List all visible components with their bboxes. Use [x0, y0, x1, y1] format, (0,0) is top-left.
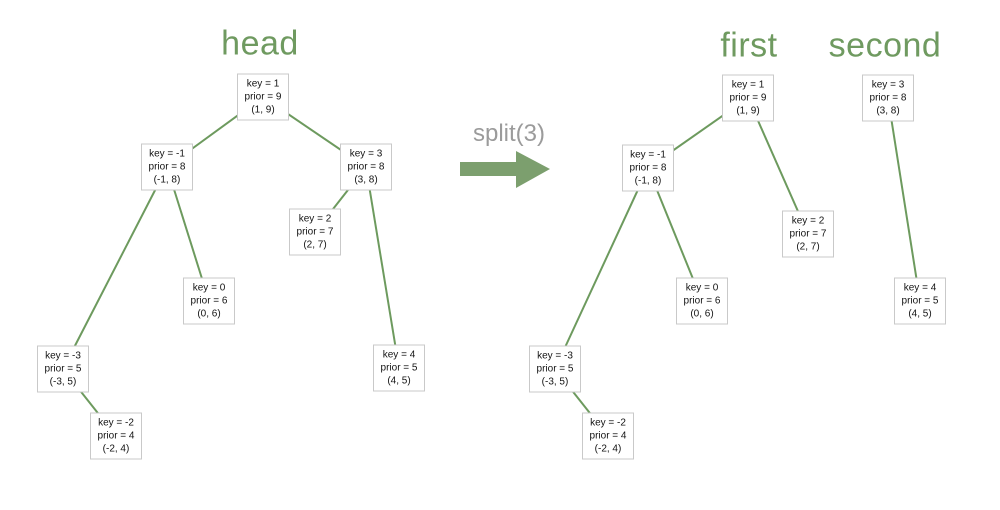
node-line: key = 2 [791, 215, 825, 227]
tree-title-second: second [828, 26, 942, 65]
split-operation-label: split(3) [472, 120, 546, 147]
node-line: (1, 9) [251, 104, 275, 116]
node-line: prior = 9 [729, 92, 767, 104]
node-line: prior = 8 [629, 162, 667, 174]
node-line: prior = 7 [789, 228, 827, 240]
node-line: prior = 4 [97, 430, 135, 442]
node-line: prior = 4 [589, 430, 627, 442]
node-line: prior = 5 [536, 363, 574, 375]
node-line: prior = 6 [683, 295, 721, 307]
node-line: (4, 5) [387, 375, 411, 387]
node-line: key = 1 [246, 78, 280, 90]
node-line: key = 4 [382, 349, 416, 361]
node-line: (-1, 8) [153, 174, 181, 186]
node-line: prior = 8 [347, 161, 385, 173]
node-line: prior = 5 [901, 295, 939, 307]
node-line: prior = 9 [244, 91, 282, 103]
node-line: (-3, 5) [541, 376, 569, 388]
node-line: (-2, 4) [102, 443, 130, 455]
node-line: key = -3 [537, 350, 573, 362]
tree-title-head: head [221, 24, 299, 63]
node-line: key = 1 [731, 79, 765, 91]
split-arrow-icon [460, 151, 550, 188]
node-line: key = -1 [630, 149, 666, 161]
node-line: key = -3 [45, 350, 81, 362]
node-line: key = 4 [903, 282, 937, 294]
tree-edge [554, 167, 649, 370]
node-line: (4, 5) [908, 308, 932, 320]
node-line: (0, 6) [197, 308, 221, 320]
node-line: (1, 9) [736, 105, 760, 117]
node-line: prior = 8 [869, 92, 907, 104]
tree-edge [365, 166, 400, 369]
node-line: key = 0 [192, 282, 226, 294]
tree-edge [62, 166, 168, 370]
node-line: (-2, 4) [594, 443, 622, 455]
node-line: (2, 7) [796, 241, 820, 253]
node-line: prior = 7 [296, 226, 334, 238]
node-line: key = 3 [349, 148, 383, 160]
node-line: prior = 6 [190, 295, 228, 307]
node-line: key = 2 [298, 213, 332, 225]
node-line: (2, 7) [303, 239, 327, 251]
node-line: key = 0 [685, 282, 719, 294]
node-line: key = -2 [590, 417, 626, 429]
node-line: key = 3 [871, 79, 905, 91]
node-line: key = -2 [98, 417, 134, 429]
node-line: prior = 5 [44, 363, 82, 375]
node-line: key = -1 [149, 148, 185, 160]
node-line: (-3, 5) [49, 376, 77, 388]
node-line: prior = 5 [380, 362, 418, 374]
tree-title-first: first [720, 26, 778, 65]
node-line: (3, 8) [354, 174, 378, 186]
node-line: (3, 8) [876, 105, 900, 117]
node-line: prior = 8 [148, 161, 186, 173]
tree-edge [887, 97, 921, 302]
node-line: (0, 6) [690, 308, 714, 320]
node-line: (-1, 8) [634, 175, 662, 187]
